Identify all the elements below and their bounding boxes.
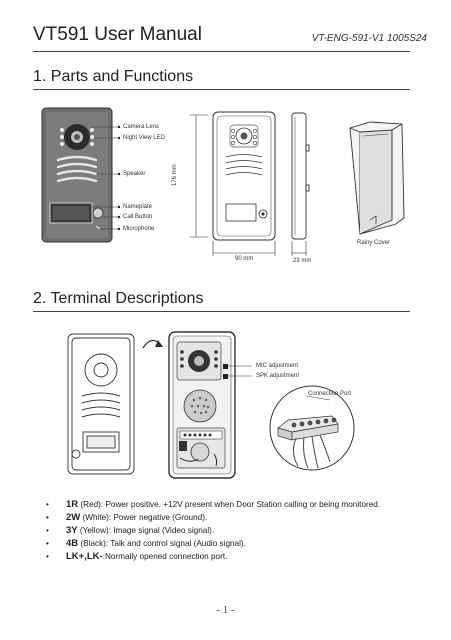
spk-adjust-pot-icon	[223, 374, 228, 379]
page-number: - 1 -	[216, 604, 235, 616]
document-code: VT-ENG-591-V1 1005S24	[311, 33, 427, 44]
speaker-icon	[56, 155, 98, 183]
section-heading-parts: 1. Parts and Functions	[33, 68, 194, 85]
terminal-item: • 4B (Black): Talk and control signal (Au…	[46, 537, 380, 550]
terminal-item: • 2W (White): Power negative (Ground).	[46, 511, 380, 524]
rainy-cover-illustration	[349, 121, 405, 235]
section-rule-parts	[33, 89, 410, 90]
dimension-width: 90 mm	[235, 256, 254, 262]
bullet-icon: •	[46, 513, 49, 522]
terminal-code: 3Y	[66, 525, 78, 536]
callout-microphone: Microphone	[123, 226, 155, 232]
terminal-desc: (White): Power negative (Ground).	[80, 513, 208, 522]
callout-night-view-led: Night View LED	[123, 135, 165, 141]
document-title: VT591 User Manual	[33, 24, 202, 45]
callout-call-button: Call Button	[123, 214, 153, 220]
bullet-icon: •	[46, 552, 49, 561]
door-station-front-view	[41, 107, 113, 243]
terminal-diagram	[67, 331, 355, 479]
terminal-item: • 1R (Red): Power positive. +12V present …	[46, 498, 380, 511]
callout-speaker: Speaker	[123, 171, 146, 177]
callout-camera-lens: Camera Lens	[123, 124, 160, 130]
bullet-icon: •	[46, 526, 49, 535]
microphone-icon	[95, 225, 101, 230]
terminal-desc: (Black): Talk and control signal (Audio …	[78, 539, 246, 548]
terminal-item: • 3Y (Yellow): Image signal (Video signal…	[46, 524, 380, 537]
parts-diagram	[41, 107, 405, 256]
terminal-desc: :Normally opened connection port.	[102, 552, 228, 561]
terminal-code: 4B	[66, 538, 79, 549]
terminal-item: • LK+,LK-:Normally opened connection port…	[46, 550, 380, 563]
header-rule	[33, 51, 410, 52]
section-heading-terminals: 2. Terminal Descriptions	[33, 290, 204, 307]
terminal-desc: (Red): Power positive. +12V present when…	[78, 500, 381, 509]
terminal-block-icon	[277, 415, 339, 441]
bullet-icon: •	[46, 500, 49, 509]
section-rule-terminals	[33, 311, 410, 312]
terminal-code: 2W	[66, 512, 81, 523]
door-station-back-view	[168, 331, 236, 479]
callout-mic-adjustment: MIC adjustment	[256, 363, 299, 369]
rainy-cover-label: Rainy Cover	[357, 240, 391, 246]
terminal-desc: (Yellow): Image signal (Video signal).	[77, 526, 215, 535]
terminal-code: LK+,LK-	[66, 551, 103, 562]
terminal-list: • 1R (Red): Power positive. +12V present …	[46, 498, 380, 563]
terminal-code: 1R	[66, 499, 79, 510]
door-station-outline-view	[212, 111, 276, 241]
call-button-icon	[92, 207, 104, 219]
speaker-grill-icon	[183, 389, 217, 423]
callout-nameplate: Nameplate	[123, 204, 153, 210]
door-station-front-outline	[67, 333, 135, 475]
callout-spk-adjustment: SPK adjustment	[256, 373, 300, 379]
dimension-depth: 23 mm	[293, 258, 312, 264]
callout-connection-port: Connection Port	[308, 391, 352, 397]
mic-adjust-pot-icon	[223, 364, 228, 369]
door-station-side-view	[291, 112, 310, 240]
bullet-icon: •	[46, 539, 49, 548]
dimension-height: 176 mm	[172, 164, 178, 186]
night-led-icon	[60, 128, 94, 146]
